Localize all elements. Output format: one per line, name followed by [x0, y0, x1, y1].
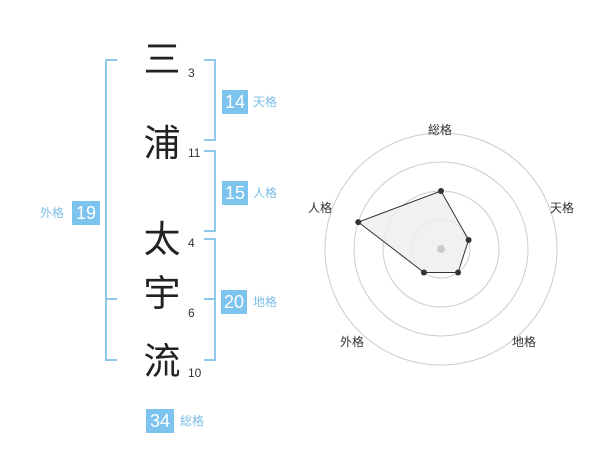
tenkaku-value: 14 [222, 90, 248, 114]
stroke-count-4: 6 [188, 306, 195, 320]
radar-label-jinkaku: 人格 [308, 200, 332, 215]
tenkaku-bracket [204, 59, 216, 141]
stroke-count-2: 11 [188, 146, 201, 160]
radar-label-tenkaku: 天格 [550, 200, 574, 215]
radar-label-gaikaku: 外格 [340, 334, 364, 349]
radar-ring-3 [353, 161, 529, 337]
radar-label-soukaku: 総格 [428, 122, 452, 137]
chikaku-value: 20 [221, 290, 247, 314]
chikaku-bracket-mid-tick [204, 298, 216, 300]
radar-score-polygon [357, 190, 470, 273]
stroke-count-1: 3 [188, 66, 195, 80]
chikaku-label: 地格 [253, 295, 278, 309]
radar-point-0 [438, 188, 444, 194]
radar-point-4 [355, 219, 362, 226]
name-char-4: 宇 [143, 272, 181, 315]
name-char-1: 三 [143, 38, 181, 81]
gaikaku-bracket-mid-tick [105, 298, 117, 300]
radar-point-3 [420, 269, 427, 276]
gaikaku-value: 19 [72, 201, 100, 225]
radar-point-1 [465, 237, 472, 244]
jinkaku-bracket [204, 150, 216, 232]
jinkaku-value: 15 [222, 181, 248, 205]
tenkaku-label: 天格 [253, 95, 278, 109]
name-char-3: 太 [143, 218, 181, 261]
name-char-5: 流 [143, 340, 181, 383]
soukaku-value: 34 [146, 409, 174, 433]
name-char-2: 浦 [143, 122, 181, 165]
radar-ring-4 [324, 132, 558, 366]
jinkaku-label: 人格 [253, 186, 278, 200]
stroke-count-3: 4 [188, 236, 195, 250]
kakusu-radar-chart: 総格 天格 地格 外格 人格 [308, 122, 574, 366]
radar-point-2 [455, 269, 462, 276]
stroke-count-5: 10 [188, 366, 202, 380]
radar-center-dot [437, 245, 445, 253]
gaikaku-label: 外格 [40, 206, 65, 220]
radar-label-chikaku: 地格 [512, 334, 536, 349]
soukaku-label: 総格 [180, 414, 205, 428]
gaikaku-bracket [105, 59, 117, 361]
